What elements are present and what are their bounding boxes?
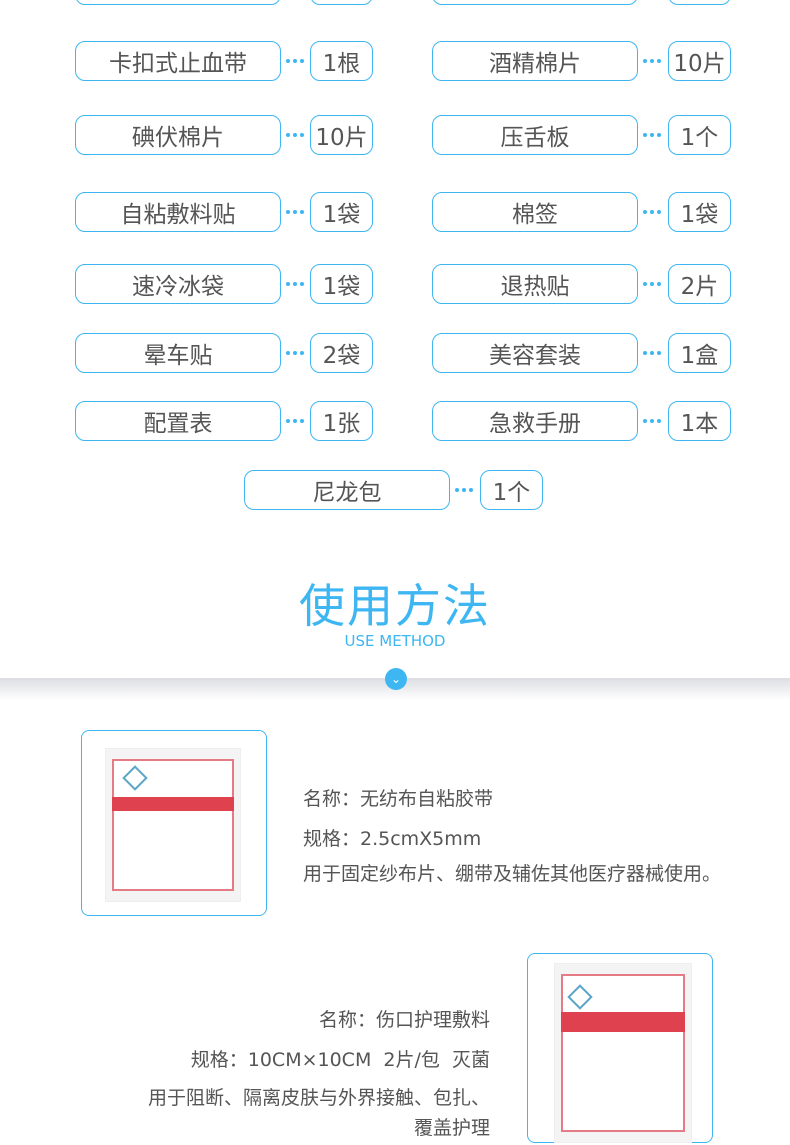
section-title: 使用方法 [299,579,491,633]
connector-dots [641,333,663,373]
item-count-pill: 1袋 [310,192,373,232]
connector-dots [641,41,663,81]
section-subtitle: USE METHOD [344,632,446,650]
item-count-pill: 1盒 [668,333,731,373]
connector-dots [284,333,306,373]
connector-dots [284,192,306,232]
connector-dots [641,192,663,232]
item-name-pill: 自粘敷料贴 [75,192,281,232]
connector-dots [284,401,306,441]
product-use: 用于阻断、隔离皮肤与外界接触、包扎、 [147,1087,490,1109]
product-use: 用于固定纱布片、绷带及辅佐其他医疗器械使用。 [303,863,722,885]
item-name-pill: 速冷冰袋 [75,264,281,304]
item-count-pill: 1个 [668,115,731,155]
item-name-pill: 退热贴 [432,264,638,304]
product-name: 名称：无纺布自粘胶带 [303,788,494,810]
item-name-pill: 晕车贴 [75,333,281,373]
item-count-pill: 1袋 [668,192,731,232]
product-image-card [527,953,713,1143]
connector-dots [284,41,306,81]
item-count-pill: 2袋 [310,333,373,373]
connector-dots [641,115,663,155]
item-count-pill: 1袋 [310,264,373,304]
item-name-pill: 棉签 [432,192,638,232]
item-name-pill [432,0,638,5]
item-count-pill: 1根 [310,41,373,81]
item-count-pill [668,0,731,5]
item-count-pill: 10片 [668,41,731,81]
connector-dots [641,0,663,5]
product-name: 名称：伤口护理敷料 [318,1009,490,1031]
item-name-pill: 碘伏棉片 [75,115,281,155]
chevron-down-icon[interactable]: ⌄ [385,668,407,690]
product-package-image [554,963,692,1143]
item-count-pill: 1个 [480,470,543,510]
item-name-pill: 美容套装 [432,333,638,373]
item-name-pill [75,0,281,5]
item-name-pill: 尼龙包 [244,470,450,510]
item-name-pill: 配置表 [75,401,281,441]
item-count-pill [310,0,373,5]
item-count-pill: 10片 [310,115,373,155]
connector-dots [453,470,475,510]
item-count-pill: 2片 [668,264,731,304]
item-count-pill: 1张 [310,401,373,441]
item-count-pill: 1本 [668,401,731,441]
item-name-pill: 酒精棉片 [432,41,638,81]
product-package-image [105,748,241,902]
item-name-pill: 卡扣式止血带 [75,41,281,81]
item-name-pill: 压舌板 [432,115,638,155]
product-image-card [81,730,267,916]
connector-dots [284,264,306,304]
connector-dots [641,264,663,304]
product-spec: 规格：2.5cmX5mm [303,828,482,850]
connector-dots [641,401,663,441]
item-name-pill: 急救手册 [432,401,638,441]
connector-dots [284,0,306,5]
connector-dots [284,115,306,155]
product-spec: 规格：10CM×10CM 2片/包 灭菌 [190,1049,490,1071]
product-use-cont: 覆盖护理 [413,1117,490,1139]
